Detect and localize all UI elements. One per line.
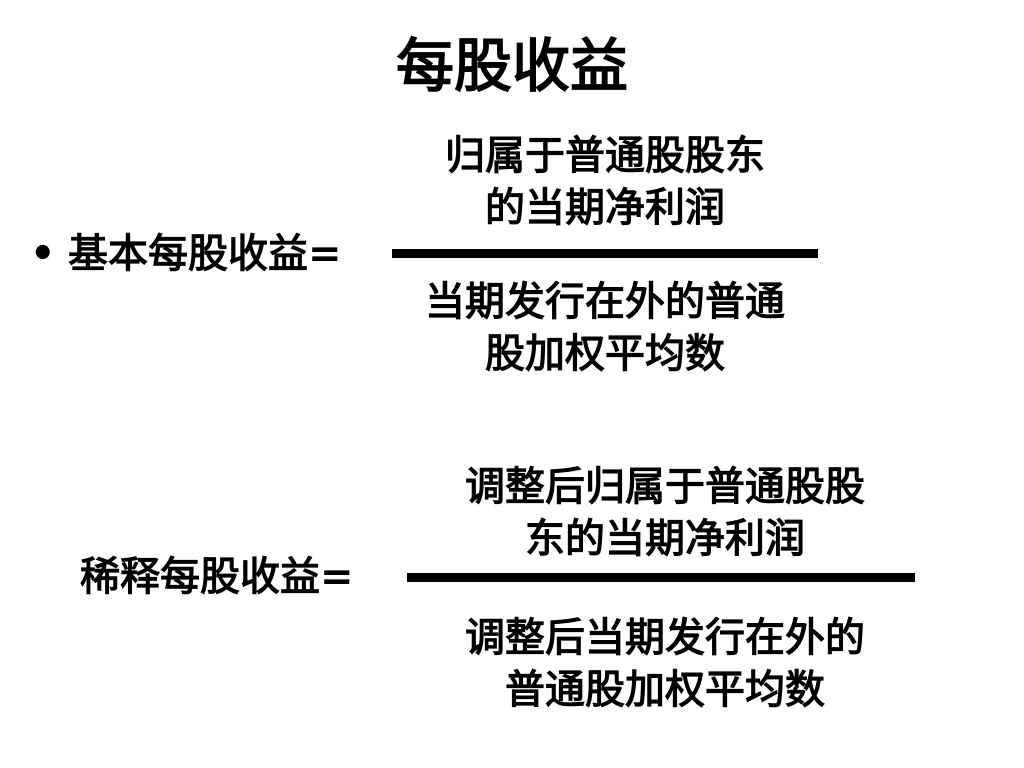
- diluted-eps-label: 稀释每股收益=: [80, 554, 354, 600]
- diluted-eps-denominator-line-2: 普通股加权平均数: [505, 667, 825, 713]
- diluted-eps-numerator: 调整后归属于普通股股 东的当期净利润: [430, 461, 900, 565]
- basic-eps-denominator-line-1: 当期发行在外的普通: [425, 279, 785, 325]
- slide-title: 每股收益: [395, 32, 628, 100]
- diluted-eps-fraction-bar: [407, 573, 915, 582]
- basic-eps-fraction-bar: [392, 249, 818, 258]
- bullet-marker: •: [30, 231, 56, 277]
- basic-eps-numerator-line-1: 归属于普通股股东: [445, 133, 765, 179]
- diluted-eps-denominator-line-1: 调整后当期发行在外的: [465, 615, 865, 661]
- diluted-eps-numerator-line-2: 东的当期净利润: [525, 516, 805, 562]
- basic-eps-denominator-line-2: 股加权平均数: [485, 331, 725, 377]
- diluted-eps-denominator: 调整后当期发行在外的 普通股加权平均数: [430, 612, 900, 716]
- basic-eps-label: 基本每股收益=: [68, 231, 342, 277]
- basic-eps-denominator: 当期发行在外的普通 股加权平均数: [390, 276, 820, 380]
- basic-eps-numerator: 归属于普通股股东 的当期净利润: [390, 130, 820, 234]
- diluted-eps-numerator-line-1: 调整后归属于普通股股: [465, 464, 865, 510]
- basic-eps-numerator-line-2: 的当期净利润: [485, 185, 725, 231]
